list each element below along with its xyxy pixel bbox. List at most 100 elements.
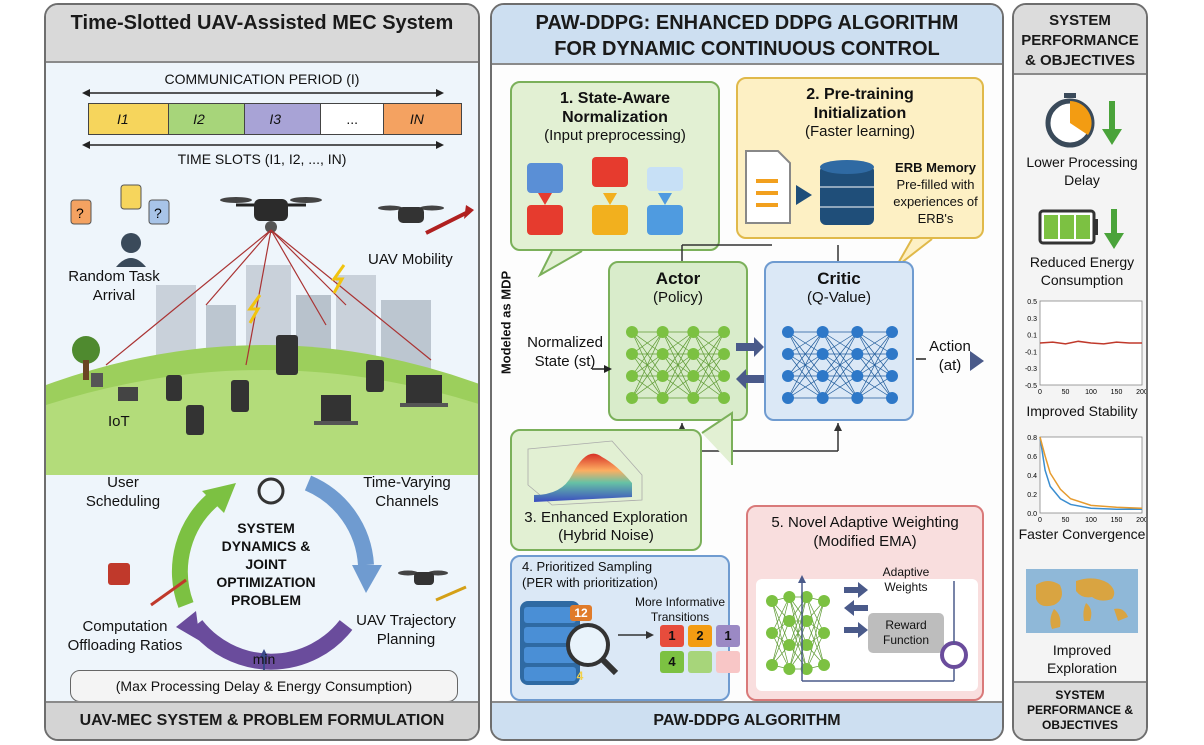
box1-sub: (Input preprocessing)	[544, 127, 686, 144]
net-edge	[806, 600, 825, 646]
actor-sub: (Policy)	[652, 289, 703, 306]
box3-text: 3. Enhanced Exploration (Hybrid Noise)	[512, 509, 700, 545]
convergence-ytick: 0.6	[1027, 454, 1037, 461]
net-edge	[662, 353, 694, 399]
net-node	[851, 326, 864, 338]
convergence-plot-area	[1039, 436, 1143, 514]
adaptive-graphics	[766, 575, 968, 682]
net-node	[626, 348, 638, 360]
net-node	[800, 615, 813, 627]
net-node	[656, 326, 669, 338]
net-node	[816, 326, 829, 338]
net-edge	[822, 375, 858, 399]
reward-function-box: Reward Function	[868, 613, 944, 653]
convergence-xtick: 200	[1136, 517, 1148, 524]
net-edge	[693, 353, 725, 399]
system-dynamics-center: SYSTEM DYNAMICS & JOINT OPTIMIZATION PRO…	[216, 520, 316, 608]
net-edge	[789, 620, 807, 670]
action-label: Action (at)	[929, 338, 971, 374]
net-node	[783, 615, 796, 627]
adaptive-weights-label: Adaptive Weights	[882, 565, 930, 594]
right-title: SYSTEM PERFORMANCE & OBJECTIVES	[1014, 5, 1146, 75]
stability-label: Improved Stability	[1026, 403, 1138, 419]
stability-xtick: 200	[1136, 389, 1148, 396]
more-info-label: More Informative Transitions	[634, 595, 726, 624]
net-edge	[788, 596, 808, 670]
stability-ytick: 0.5	[1027, 299, 1037, 306]
net-edge	[771, 620, 790, 666]
slot-n: IN	[383, 104, 462, 134]
net-edge	[662, 331, 694, 399]
world-map-icon	[1026, 569, 1138, 633]
net-node	[816, 370, 829, 382]
net-node	[818, 595, 830, 607]
net-node	[718, 370, 730, 382]
convergence-series-line	[1039, 436, 1142, 510]
time-slots-label: TIME SLOTS (I1, I2, ..., IN)	[177, 151, 347, 167]
state-label: Normalized State (st)	[527, 334, 603, 370]
uav-mec-panel: Time-Slotted UAV-Assisted MEC System COM…	[44, 3, 480, 741]
box3-title: 3. Enhanced Exploration	[524, 509, 688, 526]
net-edge	[771, 600, 790, 646]
net-edge	[693, 331, 725, 355]
slot-3: I3	[245, 104, 322, 134]
erb-icons	[745, 150, 933, 268]
convergence-xtick: 150	[1111, 517, 1123, 524]
trajectory-label: UAV Trajectory Planning	[356, 612, 456, 648]
network-graphics	[592, 244, 984, 452]
transition-3: 1	[716, 625, 740, 647]
stability-ytick: 0.3	[1027, 316, 1037, 323]
exploration-surface	[527, 411, 733, 506]
net-edge	[662, 375, 694, 399]
performance-panel: SYSTEM PERFORMANCE & OBJECTIVES Lower Pr…	[1012, 3, 1148, 741]
transition-4: 4	[660, 651, 684, 673]
net-node	[886, 326, 898, 338]
net-edge	[693, 331, 725, 377]
net-node	[718, 392, 730, 404]
db-top-badge: 12	[570, 605, 592, 621]
iot-label: IoT	[108, 413, 130, 430]
convergence-ytick: 0.8	[1027, 435, 1037, 442]
net-node	[687, 326, 700, 338]
net-edge	[787, 375, 823, 399]
stability-xtick: 150	[1111, 389, 1123, 396]
net-edge	[857, 331, 893, 399]
net-node	[656, 370, 669, 382]
net-node	[626, 326, 638, 338]
net-edge	[771, 596, 790, 634]
stability-xtick: 100	[1085, 389, 1097, 396]
box2-title: 2. Pre-training Initialization	[806, 86, 914, 122]
net-edge	[789, 596, 807, 646]
right-footer: SYSTEM PERFORMANCE & OBJECTIVES	[1014, 681, 1146, 739]
net-node	[766, 659, 778, 671]
net-edge	[806, 596, 825, 666]
net-edge	[631, 375, 663, 399]
net-node	[718, 348, 730, 360]
svg-text:?: ?	[154, 205, 162, 221]
convergence-ytick: 0.2	[1027, 492, 1037, 499]
net-edge	[693, 375, 725, 399]
box5-sub: (Modified EMA)	[813, 533, 917, 550]
stability-ytick: -0.3	[1025, 366, 1037, 373]
net-node	[626, 392, 638, 404]
exploration-label: Improved Exploration	[1046, 642, 1118, 676]
net-node	[782, 348, 794, 360]
net-node	[816, 348, 829, 360]
net-edge	[806, 620, 825, 666]
convergence-xtick: 50	[1062, 517, 1070, 524]
net-node	[656, 392, 669, 404]
net-node	[851, 392, 864, 404]
net-node	[816, 392, 829, 404]
convergence-series-line	[1039, 436, 1143, 509]
net-edge	[631, 331, 663, 377]
offloading-label: Computation Offloading Ratios	[67, 618, 183, 654]
net-edge	[631, 331, 663, 355]
uav-scene: ? ?	[46, 184, 478, 475]
net-edge	[787, 331, 823, 355]
normalization-icons	[527, 157, 683, 278]
net-node	[818, 627, 830, 639]
energy-label: Reduced Energy Consumption	[1029, 254, 1135, 288]
svg-text:?: ?	[76, 205, 84, 221]
net-node	[800, 591, 813, 603]
